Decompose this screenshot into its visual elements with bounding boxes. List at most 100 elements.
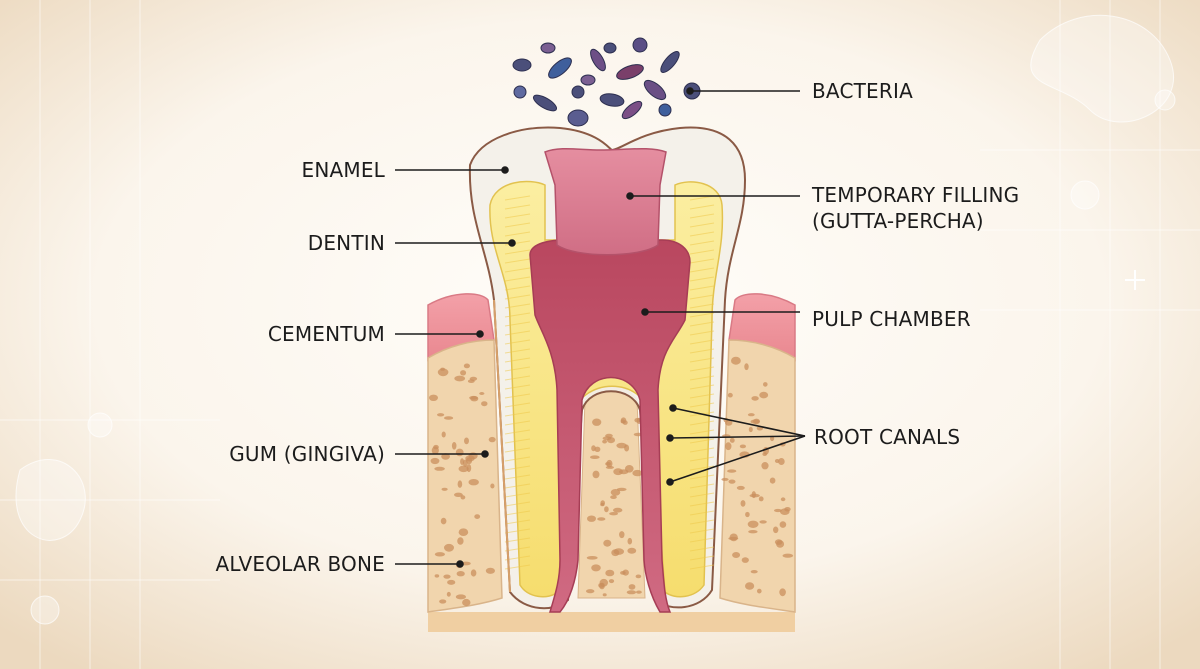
bone-pore <box>454 492 463 497</box>
bone-pore <box>610 489 621 496</box>
bone-pore <box>458 465 469 473</box>
dentin-tubule <box>504 537 531 543</box>
bacterium <box>540 42 556 54</box>
cementum-edge <box>493 299 511 593</box>
bone-pore <box>602 439 607 444</box>
bone-pores <box>429 356 794 607</box>
alveolar-bone-left <box>427 339 503 613</box>
dentin-tubule <box>504 321 531 327</box>
bone-pore <box>467 379 475 384</box>
dentin-tubule <box>689 276 715 282</box>
bacterium <box>632 37 648 53</box>
bone-pore <box>627 537 633 545</box>
dentin-tubule <box>504 483 531 489</box>
bone-pore <box>490 483 495 489</box>
bone-pore <box>616 487 627 492</box>
bone-pore <box>613 548 624 555</box>
bone-pore <box>586 556 598 560</box>
bone-pore <box>460 370 467 376</box>
bone-pore <box>441 487 448 491</box>
bone-pore <box>592 418 602 426</box>
dentin-tubule <box>689 366 715 372</box>
bone-pore <box>619 531 625 539</box>
dentin-tubule <box>689 222 715 228</box>
bone-pore <box>458 528 469 536</box>
dentin-tubule <box>504 204 531 210</box>
dentin-tubule <box>504 357 531 363</box>
dentin-tubule <box>689 438 715 444</box>
bacterium <box>660 51 680 73</box>
bone-pore <box>739 444 747 449</box>
bone-pore <box>586 589 595 594</box>
dentin-tubule <box>689 321 715 327</box>
bone-pore <box>607 437 615 444</box>
bone-pore <box>440 367 445 371</box>
dentin-tubule <box>504 465 531 471</box>
bone-pore <box>431 446 439 455</box>
bone-pore <box>759 391 769 399</box>
bacterium <box>532 94 558 112</box>
leader-root-canal-1 <box>672 407 806 437</box>
bone-pore <box>751 396 759 401</box>
bone-pore <box>591 445 596 452</box>
dentin-tubule <box>689 456 715 462</box>
label-cementum: CEMENTUM <box>267 322 385 346</box>
bone-pore <box>747 520 759 528</box>
bone-pore <box>470 569 477 577</box>
dentin-tubule <box>689 348 715 354</box>
bone-pore <box>748 530 758 534</box>
bone-pore <box>605 569 615 577</box>
bone-pore <box>748 426 753 433</box>
temporary-filling <box>544 147 667 256</box>
bone-pore <box>773 526 779 534</box>
bone-pore <box>636 590 642 594</box>
bone-pore <box>590 455 600 460</box>
bone-pore <box>602 593 607 597</box>
bacterium <box>643 79 667 101</box>
bone-pore <box>600 502 605 507</box>
bone-pore <box>443 574 451 579</box>
bone-pore <box>728 479 736 484</box>
bone-pore <box>485 567 495 574</box>
label-gum: GUM (GINGIVA) <box>229 442 385 466</box>
label-pulp-chamber: PULP CHAMBER <box>812 307 971 331</box>
dentin-tubule <box>504 339 531 345</box>
bone-pore <box>740 500 746 507</box>
dentin-tubule <box>689 213 715 219</box>
bone-pore <box>727 469 737 473</box>
bone-pore <box>632 469 643 477</box>
dentin-tubule <box>689 249 715 255</box>
bacterium <box>571 85 585 99</box>
dentin-tubule <box>689 555 715 561</box>
label-dentin: DENTIN <box>307 231 385 255</box>
label-temporary-filling-2: (GUTTA-PERCHA) <box>812 209 984 233</box>
dentin-tubule <box>689 564 715 570</box>
dentin-tubule <box>689 492 715 498</box>
bone-pore <box>626 590 637 595</box>
bone-pore <box>741 557 749 563</box>
bone-pore <box>605 465 615 469</box>
bone-pore <box>594 446 601 452</box>
bone-pore <box>464 437 469 445</box>
dentin-tubule <box>689 204 715 210</box>
dentin-tubule <box>504 222 531 228</box>
bone-pore <box>757 588 762 594</box>
bone-pore <box>463 363 470 369</box>
bone-pore <box>747 413 755 417</box>
dentin-tubule <box>504 258 531 264</box>
bone-pore <box>455 448 464 457</box>
leader-lines <box>395 87 806 568</box>
dentin-tubule <box>504 267 531 273</box>
dentin-tubule <box>504 375 531 381</box>
dentin-tubule <box>504 285 531 291</box>
bone-pore <box>620 417 627 424</box>
dentin-tubule <box>504 402 531 408</box>
bone-pore <box>608 579 615 584</box>
bone-pore <box>604 506 609 513</box>
bacterium <box>599 93 625 107</box>
bone-pore <box>479 392 485 395</box>
bone-pore <box>784 507 791 512</box>
pulp-chamber <box>529 239 691 613</box>
dentin-tubule <box>504 420 531 426</box>
